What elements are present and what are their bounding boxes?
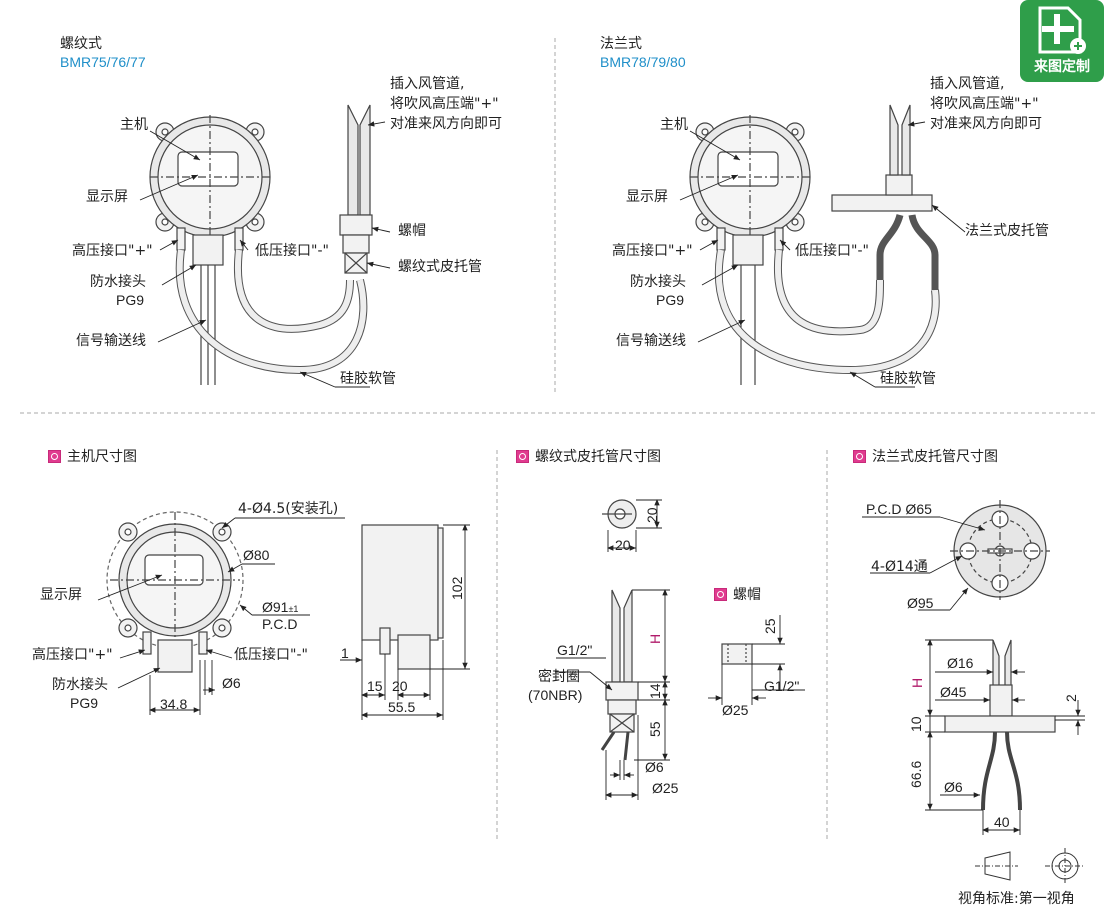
- host-pg9-label: PG9: [70, 695, 99, 711]
- flange-signal-label: 信号输送线: [616, 333, 686, 349]
- section-nut: 螺帽: [714, 584, 761, 604]
- host-dim-lines: [97, 517, 470, 720]
- flange-pitot-dim-lines: [862, 516, 1085, 835]
- flange-leaders: [679, 121, 966, 388]
- host-d6-dim: Ø6: [222, 675, 241, 691]
- flange-host-label: 主机: [660, 117, 688, 133]
- thread-d14-dim: 14: [647, 683, 663, 699]
- first-angle-projection-icon: [975, 848, 1085, 884]
- section-flange-dims: 法兰式皮托管尺寸图: [853, 446, 998, 466]
- thread-note-2: 将吹风高压端"+": [390, 96, 499, 112]
- section-nut-label: 螺帽: [733, 587, 761, 603]
- flange-pitot-dimension-drawing: [944, 500, 1056, 811]
- section-marker-icon: [48, 449, 61, 463]
- projection-label: 视角标准:第一视角: [958, 891, 1075, 907]
- host-waterproof-label: 防水接头: [52, 677, 108, 693]
- flange-d6-dim: Ø6: [944, 779, 963, 795]
- host-high-port-label: 高压接口"+": [32, 647, 113, 663]
- thread-type-model: BMR75/76/77: [60, 54, 146, 70]
- flange-pg9-label: PG9: [656, 292, 685, 308]
- thread-d20-horizontal: 20: [615, 537, 631, 553]
- document-edit-icon: [1038, 6, 1086, 54]
- section-host-dims-label: 主机尺寸图: [67, 449, 137, 465]
- signal-label: 信号输送线: [76, 333, 146, 349]
- host-display-label: 显示屏: [40, 587, 82, 603]
- flange-pitot-label: 法兰式皮托管: [965, 223, 1049, 239]
- flange-w40-dim: 40: [994, 814, 1010, 830]
- flange-type-model: BMR78/79/80: [600, 54, 686, 70]
- host-d91-dim: Ø91±1: [262, 599, 299, 615]
- waterproof-label: 防水接头: [90, 274, 146, 290]
- section-thread-dims: 螺纹式皮托管尺寸图: [516, 446, 661, 466]
- thread-pitot-dimension-drawing: [600, 499, 753, 761]
- host-d91-tolerance: ±1: [288, 604, 299, 614]
- section-host-dims: 主机尺寸图: [48, 446, 137, 466]
- flange-d95-dim: Ø95: [907, 595, 934, 611]
- display-label: 显示屏: [86, 189, 128, 205]
- thread-h-dim: H: [647, 633, 663, 644]
- host-w20-dim: 20: [392, 678, 408, 694]
- flange-display-label: 显示屏: [626, 189, 668, 205]
- high-port-label: 高压接口"+": [72, 243, 153, 259]
- host-h102-dim: 102: [449, 576, 465, 600]
- thread-d6-dim: Ø6: [645, 759, 664, 775]
- nut-25-dim: 25: [762, 618, 778, 634]
- flange-ten-dim: 10: [908, 716, 924, 732]
- section-marker-icon: [853, 449, 866, 463]
- flange-note-3: 对准来风方向即可: [930, 116, 1042, 132]
- flange-note-1: 插入风管道,: [930, 76, 1005, 92]
- host-w55-dim: 55.5: [388, 699, 416, 715]
- thread-pitot-label: 螺纹式皮托管: [398, 259, 482, 275]
- flange-note-2: 将吹风高压端"+": [930, 96, 1039, 112]
- flange-two-dim: 2: [1063, 694, 1079, 702]
- flange-h-dim: H: [909, 677, 925, 688]
- section-flange-dims-label: 法兰式皮托管尺寸图: [872, 449, 998, 465]
- host-one-dim: 1: [341, 645, 349, 661]
- thread-g12-dim: G1/2": [557, 642, 593, 658]
- badge-label: 来图定制: [1034, 59, 1090, 75]
- thread-type-title: 螺纹式: [60, 36, 102, 52]
- flange-d45-dim: Ø45: [940, 684, 967, 700]
- flange-low-port-label: 低压接口"-": [795, 243, 869, 259]
- thread-note-1: 插入风管道,: [390, 76, 465, 92]
- flange-h66-dim: 66.6: [908, 760, 924, 788]
- flange-high-port-label: 高压接口"+": [612, 243, 693, 259]
- host-label: 主机: [120, 117, 148, 133]
- host-holes-dim: 4-Ø4.5(安装孔): [238, 501, 339, 517]
- nut-label: 螺帽: [398, 223, 426, 239]
- thread-assembly-drawing: [149, 104, 373, 385]
- section-marker-icon: [714, 587, 727, 601]
- thread-d55-dim: 55: [647, 721, 663, 737]
- flange-d16-dim: Ø16: [947, 655, 974, 671]
- host-w15-dim: 15: [367, 678, 383, 694]
- thread-d20-vertical: 20: [644, 507, 660, 523]
- low-port-label: 低压接口"-": [255, 243, 329, 259]
- section-thread-dims-label: 螺纹式皮托管尺寸图: [535, 449, 661, 465]
- thread-d25-dim: Ø25: [652, 780, 679, 796]
- host-d80-dim: Ø80: [243, 547, 270, 563]
- host-d91-value: Ø91: [262, 599, 289, 615]
- flange-holes-dim: 4-Ø14通: [871, 559, 928, 575]
- host-w34-dim: 34.8: [160, 696, 188, 712]
- thread-note-3: 对准来风方向即可: [390, 116, 502, 132]
- host-low-port-label: 低压接口"-": [234, 647, 308, 663]
- thread-seal-label: 密封圈: [538, 669, 580, 685]
- nut-d25-dim: Ø25: [722, 702, 749, 718]
- thread-leaders: [139, 121, 391, 388]
- flange-type-title: 法兰式: [600, 36, 642, 52]
- silicone-label: 硅胶软管: [340, 371, 396, 387]
- flange-pcd-dim: P.C.D Ø65: [866, 501, 932, 517]
- flange-silicone-label: 硅胶软管: [880, 371, 936, 387]
- nut-g12-dim: G1/2": [764, 678, 800, 694]
- section-marker-icon: [516, 449, 529, 463]
- host-pcd-dim: P.C.D: [262, 616, 298, 632]
- thread-pitot-dim-lines: [555, 499, 805, 800]
- custom-drawing-badge[interactable]: 来图定制: [1020, 0, 1104, 82]
- thread-nbr-label: (70NBR): [528, 687, 583, 703]
- flange-waterproof-label: 防水接头: [630, 274, 686, 290]
- pg9-label: PG9: [116, 292, 145, 308]
